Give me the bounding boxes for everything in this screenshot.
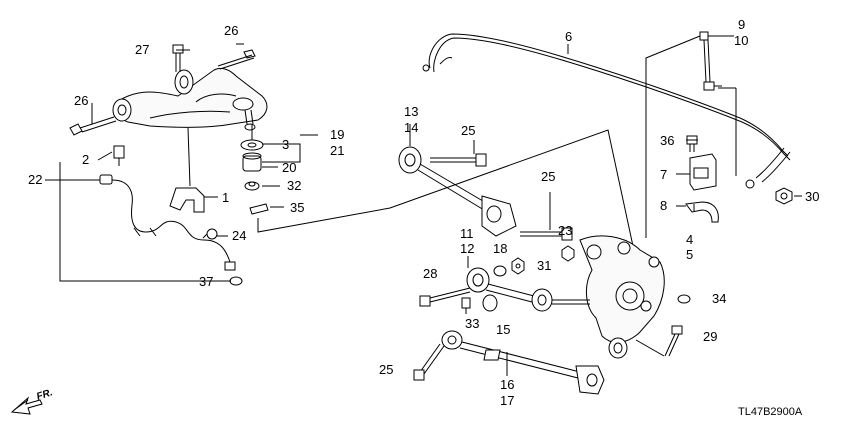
bushing-7 xyxy=(689,153,717,191)
callout-1: 1 xyxy=(222,190,230,205)
callout-7: 7 xyxy=(660,167,668,182)
nut-31 xyxy=(511,257,525,275)
callout-11: 11 xyxy=(460,226,474,241)
abs-sensor-harness xyxy=(99,174,243,286)
callout-34: 34 xyxy=(712,291,727,306)
bolt-29 xyxy=(664,325,683,357)
holder-8 xyxy=(685,201,719,223)
callout-16: 16 xyxy=(500,377,515,392)
bracket-1 xyxy=(169,127,205,213)
nut-30 xyxy=(775,187,793,205)
callout-25-lower: 25 xyxy=(379,362,394,377)
bracket-19-21 xyxy=(262,143,301,163)
stabilizer-bar xyxy=(422,33,791,189)
callout-26-top: 26 xyxy=(224,23,239,38)
callout-8: 8 xyxy=(660,198,668,213)
bolt-25-middle xyxy=(520,192,573,241)
callout-15: 15 xyxy=(496,322,511,337)
callout-35: 35 xyxy=(290,200,305,215)
bolt-26-upper xyxy=(217,49,256,70)
callout-18: 18 xyxy=(493,241,508,256)
callout-37: 37 xyxy=(199,274,214,289)
callout-29: 29 xyxy=(703,329,718,344)
link-16-17 xyxy=(441,330,605,395)
upper-arm xyxy=(112,67,268,131)
link-11-12 xyxy=(466,267,590,312)
callout-24: 24 xyxy=(232,228,247,243)
callout-25-upper: 25 xyxy=(461,123,476,138)
knuckle xyxy=(579,235,665,359)
front-arrow xyxy=(10,396,43,415)
clip-35 xyxy=(249,203,269,215)
callout-12: 12 xyxy=(460,241,475,256)
callout-10: 10 xyxy=(734,33,749,48)
callout-21: 21 xyxy=(330,143,345,158)
callout-27: 27 xyxy=(135,42,150,57)
callout-5: 5 xyxy=(686,247,694,262)
callout-31: 31 xyxy=(537,258,552,273)
callout-17: 17 xyxy=(500,393,515,408)
callout-3: 3 xyxy=(282,137,290,152)
clip-2 xyxy=(113,145,125,166)
callout-4: 4 xyxy=(686,232,694,247)
callout-28: 28 xyxy=(423,266,438,281)
washer-15 xyxy=(482,294,498,312)
diagram-code: TL47B2900A xyxy=(738,406,803,418)
callout-19: 19 xyxy=(330,127,345,142)
callout-25-middle: 25 xyxy=(541,169,556,184)
stabilizer-link xyxy=(699,31,722,91)
callout-2: 2 xyxy=(82,152,90,167)
bolt-36 xyxy=(686,135,698,152)
callout-13: 13 xyxy=(404,104,419,119)
link-13-14 xyxy=(398,146,517,237)
callout-6: 6 xyxy=(565,29,573,44)
callout-36: 36 xyxy=(660,133,675,148)
callout-9: 9 xyxy=(738,17,746,32)
bolt-33 xyxy=(461,297,471,314)
callout-33: 33 xyxy=(465,316,480,331)
washer-34 xyxy=(677,294,691,304)
callout-26-left: 26 xyxy=(74,93,89,108)
callout-22: 22 xyxy=(28,172,43,187)
bushing-stack xyxy=(240,124,264,191)
callout-14: 14 xyxy=(404,120,419,135)
nut-23 xyxy=(561,245,575,262)
bolt-27 xyxy=(172,44,184,72)
bolt-25-upper xyxy=(430,140,487,167)
callout-30: 30 xyxy=(805,189,820,204)
bolt-28 xyxy=(419,287,471,307)
clip-24 xyxy=(202,228,218,240)
callout-20: 20 xyxy=(282,160,297,175)
callout-23: 23 xyxy=(558,223,573,238)
bolt-25-lower xyxy=(413,343,445,381)
callout-32: 32 xyxy=(287,178,302,193)
bolt-26-left xyxy=(69,116,117,136)
washer-18 xyxy=(493,265,507,277)
